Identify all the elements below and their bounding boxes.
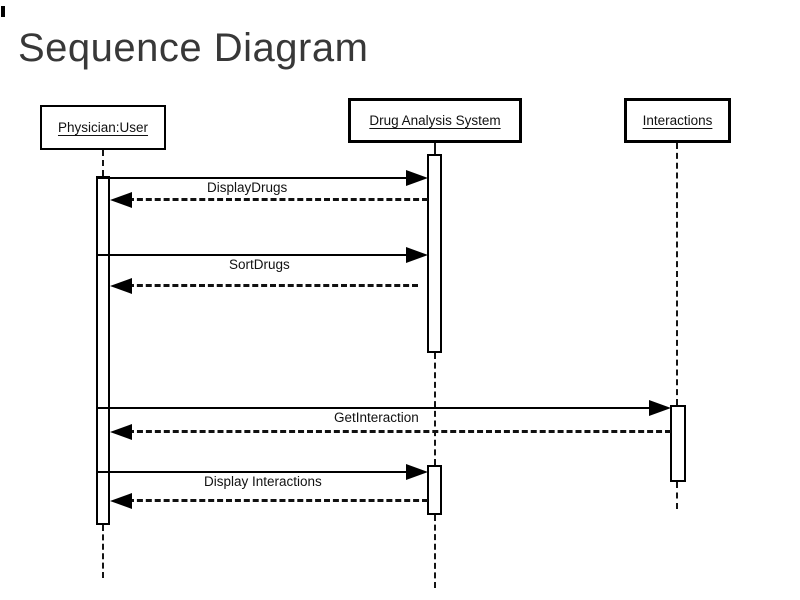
actor-box-drug-analysis-system: Drug Analysis System [348, 98, 522, 143]
actor-label-interactions: Interactions [642, 113, 713, 128]
message-label-sortdrugs: SortDrugs [229, 257, 290, 272]
activation-bar-drug-analysis-1 [427, 154, 442, 353]
arrowhead-right-icon [406, 170, 428, 186]
message-line-displaydrugs [96, 177, 406, 179]
page-title: Sequence Diagram [18, 26, 369, 70]
lifeline-physician-top [102, 150, 104, 176]
message-label-display-interactions: Display Interactions [204, 474, 322, 489]
return-line-displaydrugs [128, 198, 428, 201]
message-line-display-interactions [96, 471, 406, 473]
lifeline-interactions-bottom [676, 482, 678, 509]
activation-bar-interactions [670, 405, 686, 482]
lifeline-physician-bottom [102, 525, 104, 578]
message-label-getinteraction: GetInteraction [334, 410, 419, 425]
actor-box-interactions: Interactions [624, 98, 731, 143]
return-line-sortdrugs [128, 284, 418, 287]
lifeline-interactions-top [676, 143, 678, 405]
arrowhead-left-icon [110, 192, 132, 208]
arrowhead-right-icon [406, 247, 428, 263]
lifeline-drug-analysis-middle [434, 353, 436, 465]
activation-bar-drug-analysis-2 [427, 465, 442, 515]
message-line-sortdrugs [96, 254, 406, 256]
arrowhead-left-icon [110, 424, 132, 440]
arrowhead-right-icon [406, 464, 428, 480]
arrowhead-right-icon [649, 400, 671, 416]
return-line-display-interactions [128, 499, 428, 502]
actor-label-physician-user: Physician:User [57, 120, 149, 135]
lifeline-drug-analysis-top [434, 143, 436, 154]
arrowhead-left-icon [110, 493, 132, 509]
message-line-getinteraction [96, 407, 649, 409]
return-line-getinteraction [128, 430, 671, 433]
actor-label-drug-analysis-system: Drug Analysis System [369, 113, 501, 128]
arrowhead-left-icon [110, 278, 132, 294]
message-label-displaydrugs: DisplayDrugs [207, 180, 288, 195]
actor-box-physician-user: Physician:User [40, 105, 166, 150]
stray-mark [1, 6, 5, 17]
lifeline-drug-analysis-bottom [434, 515, 436, 588]
